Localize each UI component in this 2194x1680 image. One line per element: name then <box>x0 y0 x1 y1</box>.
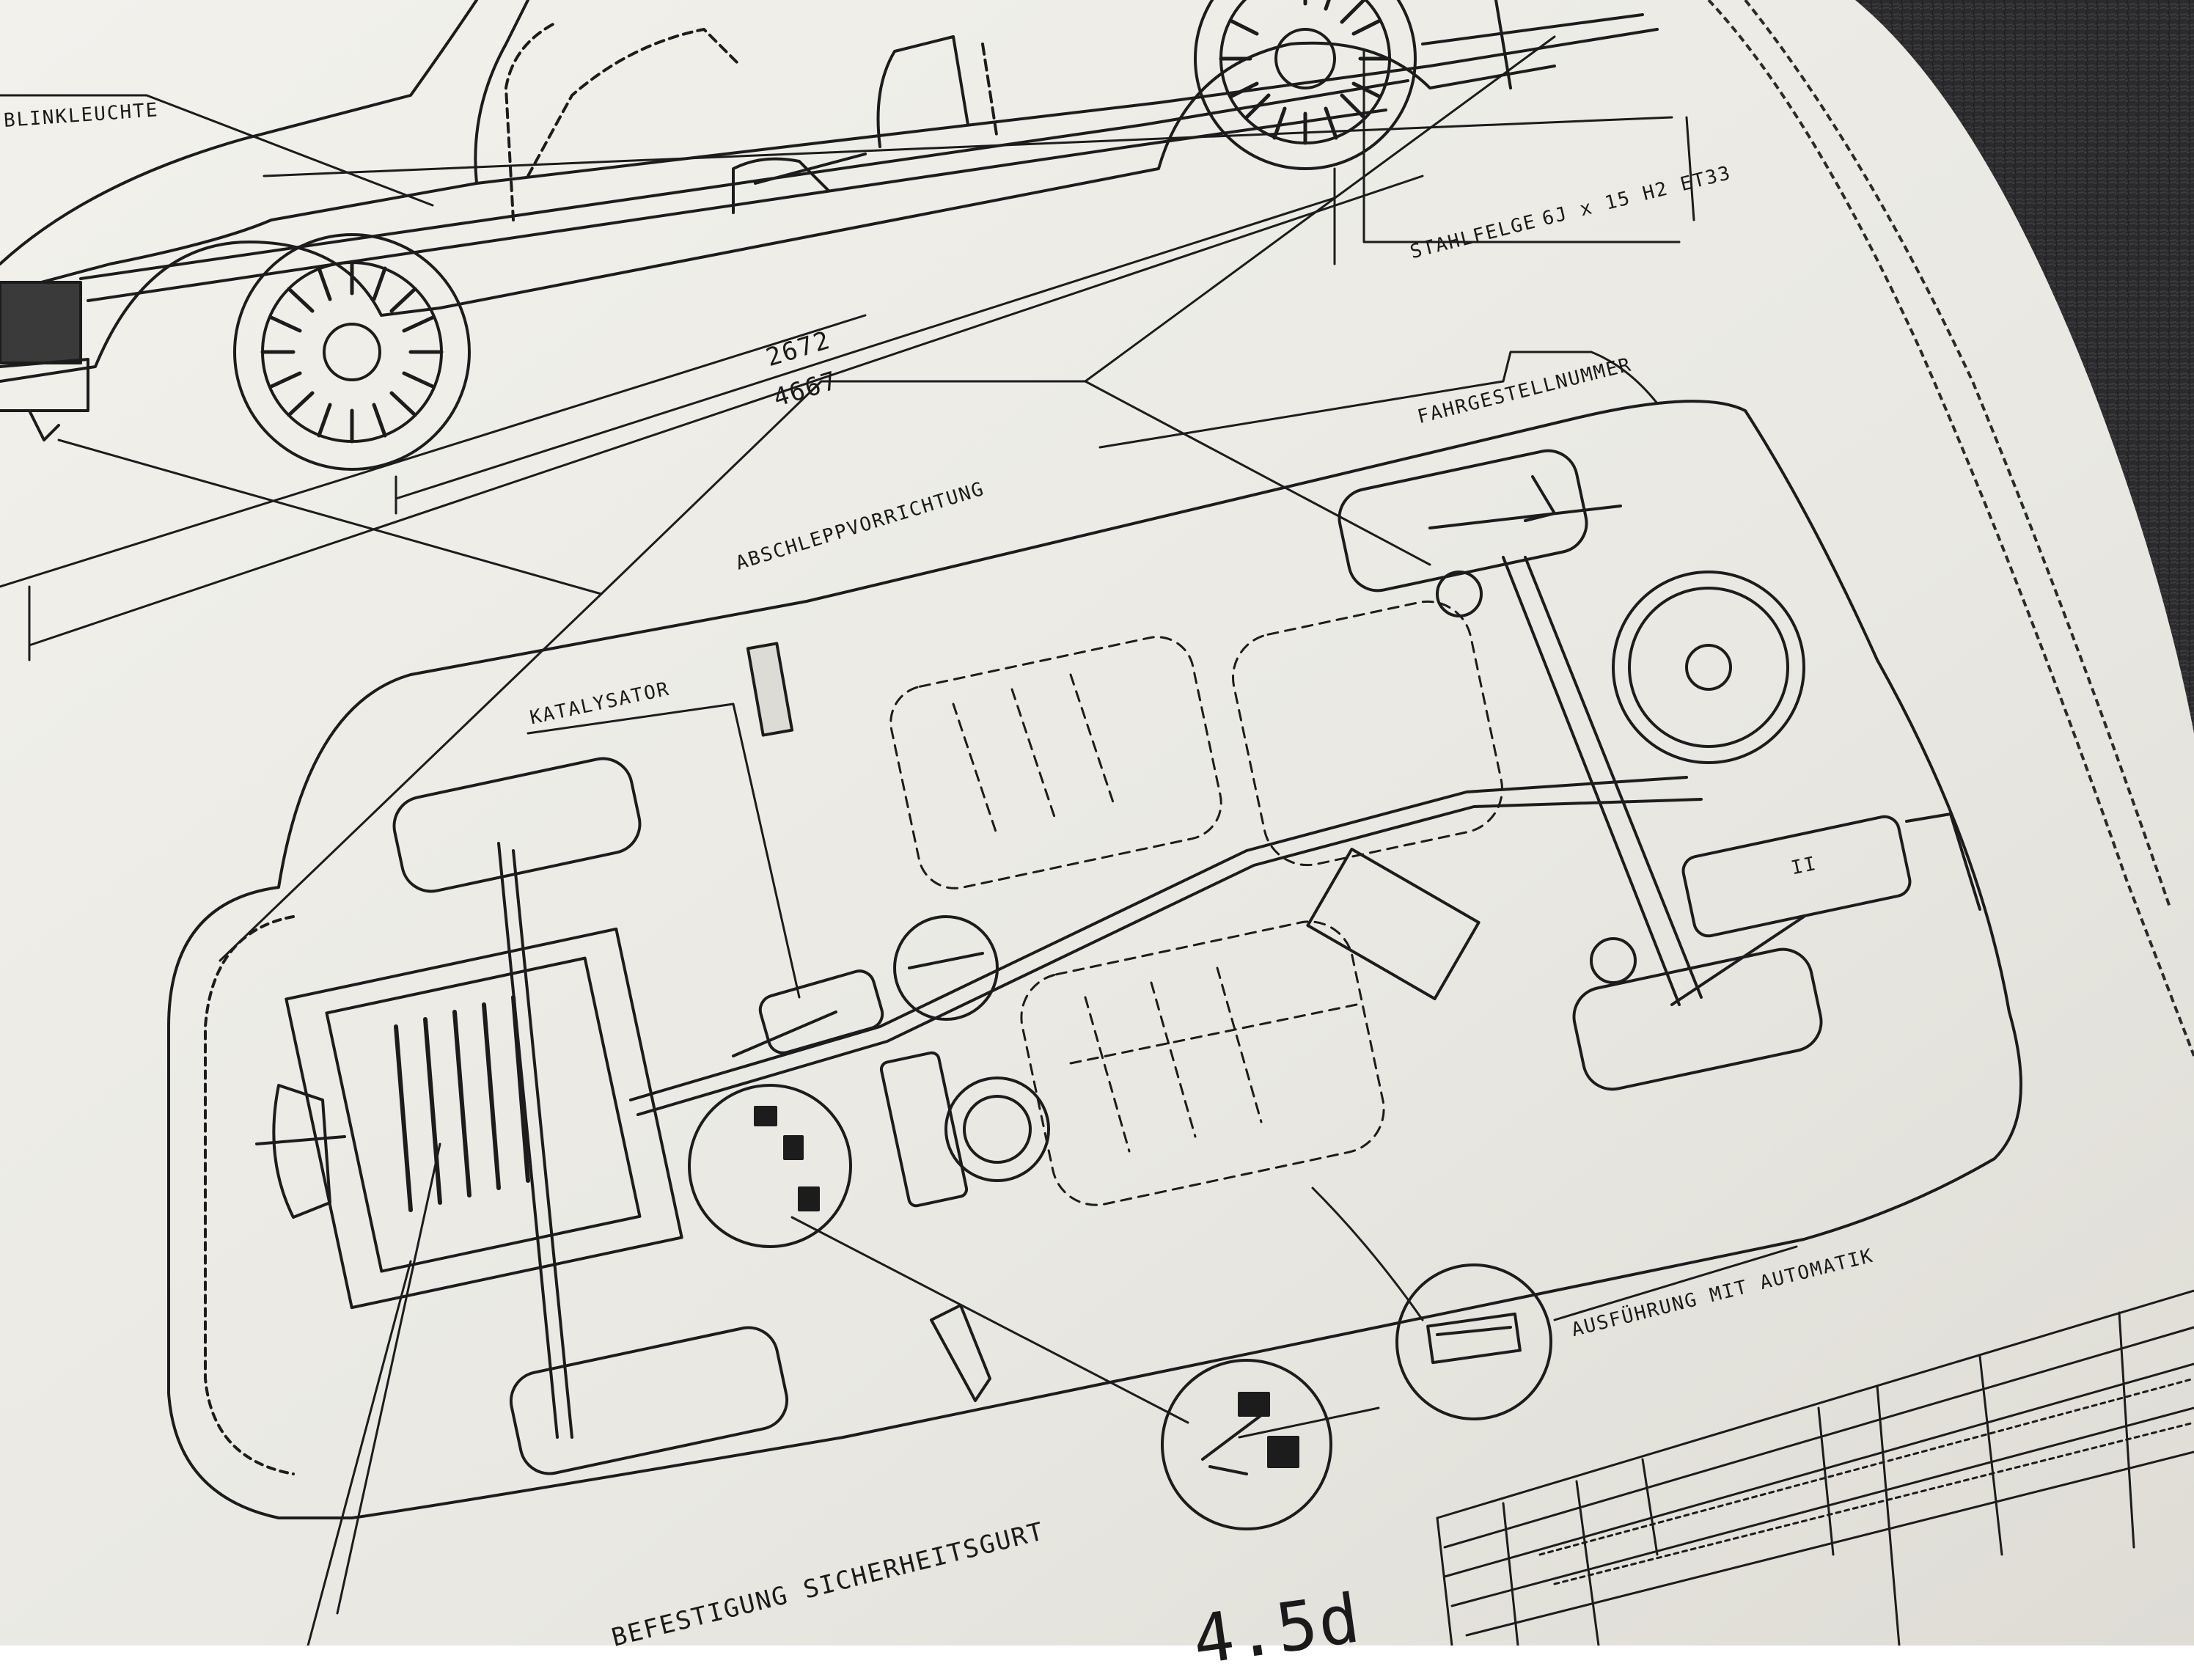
dimension-lines <box>0 50 1695 661</box>
sheet-border <box>1707 0 2194 1057</box>
leader-lines <box>57 35 1798 1646</box>
detail-circle-automatic <box>1395 1263 1552 1420</box>
paper-sheet <box>0 0 2194 1646</box>
title-block <box>1436 1289 2194 1646</box>
detail-circle-pedals-inset <box>688 1084 852 1248</box>
side-view-car <box>0 0 1659 471</box>
underside-view <box>167 400 2022 1519</box>
seatbelt-anchor-shape <box>930 1304 991 1402</box>
blueprint-drawing <box>0 0 2194 1646</box>
detail-circle-pedals <box>1161 1359 1332 1530</box>
detail-circle-shift <box>893 915 999 1021</box>
